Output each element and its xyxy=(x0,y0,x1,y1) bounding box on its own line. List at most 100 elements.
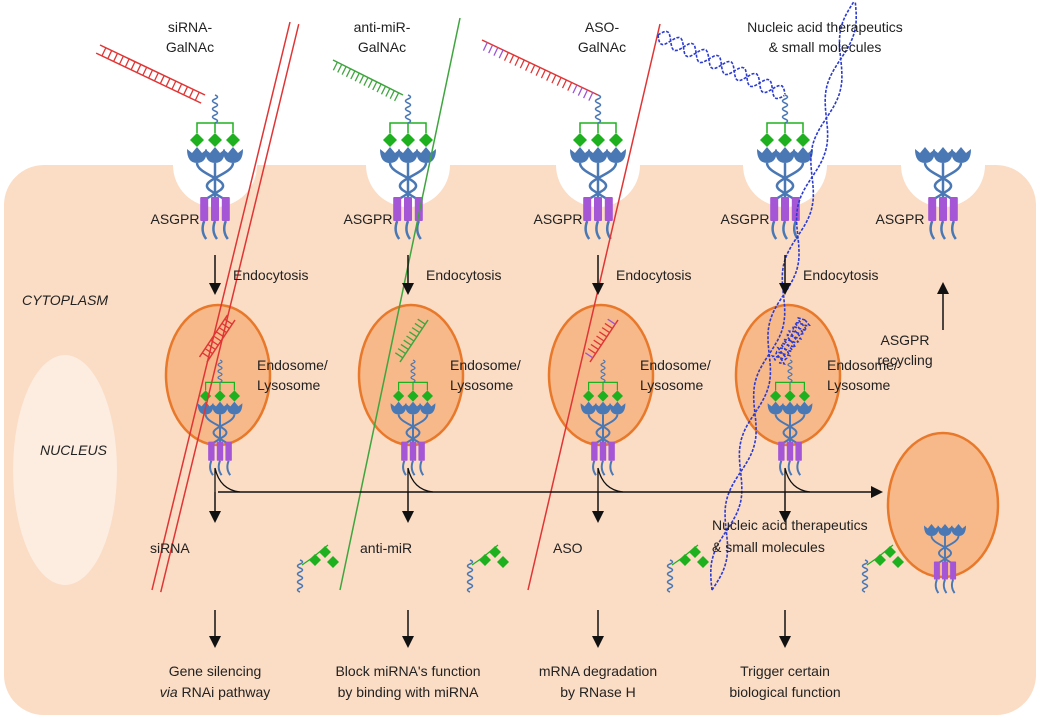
receptor-head xyxy=(609,401,626,415)
receptor-tail xyxy=(415,220,422,240)
base xyxy=(403,339,412,346)
receptor-transmembrane xyxy=(949,197,958,221)
base xyxy=(493,47,499,56)
galnac-diamond-icon xyxy=(770,390,782,402)
receptor-transmembrane xyxy=(942,561,948,580)
base xyxy=(380,85,387,95)
receptor-transmembrane xyxy=(950,561,957,580)
base xyxy=(590,343,599,350)
receptor-transmembrane xyxy=(225,441,232,461)
base xyxy=(354,72,360,82)
base xyxy=(503,52,509,61)
endosome-label-1: Endosome/ xyxy=(640,357,711,373)
receptor-head xyxy=(588,147,608,163)
receptor-transmembrane xyxy=(409,441,417,461)
galnac-branch xyxy=(866,544,894,566)
galnac-branch xyxy=(389,122,427,133)
recycling-label-2: recycling xyxy=(877,352,932,368)
released-label-1: ASO xyxy=(553,540,583,556)
base xyxy=(385,88,391,97)
receptor-tail xyxy=(402,460,407,476)
base xyxy=(376,83,382,93)
base xyxy=(389,90,395,99)
base xyxy=(596,335,605,342)
receptor-tail xyxy=(929,220,936,240)
diagram-content xyxy=(95,0,1000,648)
conjugate-label-1: siRNA- xyxy=(168,19,213,35)
recycling-label-1: ASGPR xyxy=(880,332,929,348)
strand xyxy=(160,23,300,593)
receptor-head xyxy=(937,524,953,536)
outcome-label-1: Gene silencing xyxy=(169,663,262,679)
base xyxy=(367,79,373,89)
asgpr-receptor-icon xyxy=(390,359,436,476)
strand xyxy=(339,17,461,591)
receptor-transmembrane xyxy=(208,441,215,461)
receptor-transmembrane xyxy=(216,441,224,461)
asgpr-receptor-icon xyxy=(580,359,626,476)
base xyxy=(593,339,602,346)
linker-icon xyxy=(861,559,869,593)
endocytosis-label: Endocytosis xyxy=(803,267,878,283)
receptor-tail xyxy=(950,220,957,240)
released-label-1: siRNA xyxy=(150,540,190,556)
galnac-branch xyxy=(766,122,804,133)
endocytosis-label: Endocytosis xyxy=(616,267,691,283)
linker-icon xyxy=(600,359,606,383)
asgpr-label: ASGPR xyxy=(150,211,199,227)
conjugate-label-1: Nucleic acid therapeutics xyxy=(747,19,903,35)
asgpr-label: ASGPR xyxy=(343,211,392,227)
recycling-endosome xyxy=(886,431,1000,579)
receptor-tail xyxy=(782,220,789,240)
asgpr-label: ASGPR xyxy=(533,211,582,227)
base-pair xyxy=(142,66,148,76)
galnac-diamond-icon xyxy=(679,554,691,566)
outcome-label-2: by binding with miRNA xyxy=(338,684,479,700)
outcome-label-2: by RNase H xyxy=(560,684,635,700)
hepatocyte-cell xyxy=(4,165,1036,715)
receptor-tail xyxy=(592,460,597,476)
base-pair xyxy=(171,80,177,90)
galnac-diamond-icon xyxy=(784,390,796,402)
receptor-transmembrane xyxy=(933,561,940,580)
receptor-transmembrane xyxy=(939,197,947,221)
receptor-tail xyxy=(595,220,602,240)
base-pair xyxy=(130,61,136,71)
galnac-branch xyxy=(196,122,234,133)
asgpr-receptor-icon xyxy=(570,94,626,240)
base xyxy=(341,66,347,75)
receptor-transmembrane xyxy=(418,441,425,461)
base-pair xyxy=(148,69,154,79)
galnac-diamond-icon xyxy=(401,133,415,147)
base xyxy=(372,81,378,91)
endosome xyxy=(734,303,842,447)
receptor-tail xyxy=(779,460,784,476)
base-pair xyxy=(124,58,130,68)
outcome-label-2-text: RNAi pathway xyxy=(178,684,271,700)
outcome-label-2-text: biological function xyxy=(729,684,840,700)
receptor-tail xyxy=(226,460,232,476)
galnac-diamond-icon xyxy=(611,390,623,402)
pathway-column xyxy=(332,17,509,593)
galnac-diamond-icon xyxy=(778,133,792,147)
receptor-head xyxy=(933,147,953,163)
outcome-label-1: Trigger certain xyxy=(740,663,830,679)
receptor-tail xyxy=(796,460,802,476)
receptor-head xyxy=(580,401,597,415)
base xyxy=(498,49,504,59)
galnac-diamond-icon xyxy=(393,390,405,402)
asgpr-receptor-icon xyxy=(197,359,243,476)
endosome-label-1: Endosome/ xyxy=(257,357,328,373)
receptor-transmembrane xyxy=(608,441,615,461)
nucleus xyxy=(13,355,117,585)
base xyxy=(414,322,423,329)
endosome-label-2: Lysosome xyxy=(827,377,891,393)
nucleus-label: NUCLEUS xyxy=(40,442,108,458)
base xyxy=(394,92,400,102)
base xyxy=(598,331,608,338)
galnac-diamond-icon xyxy=(421,390,433,402)
receptor-tail xyxy=(419,460,425,476)
base xyxy=(397,348,406,355)
receptor-tail xyxy=(934,579,940,594)
receptor-transmembrane xyxy=(401,441,408,461)
